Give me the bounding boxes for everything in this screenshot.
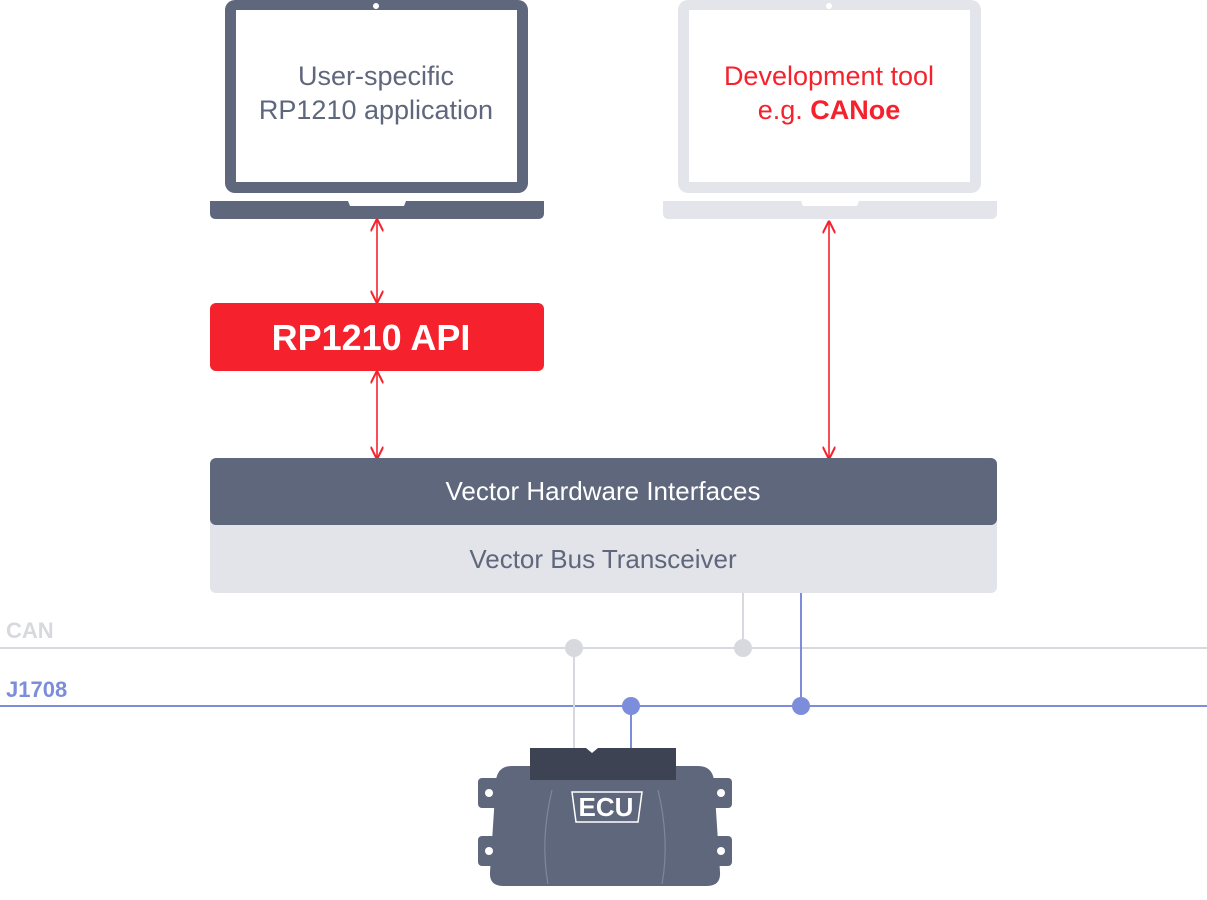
laptop-notch bbox=[801, 201, 859, 206]
transceiver-can-node bbox=[734, 639, 752, 657]
ecu-j1708-node bbox=[622, 697, 640, 715]
app-title-line2: RP1210 application bbox=[259, 95, 493, 125]
devtool-title-line1: Development tool bbox=[724, 61, 934, 91]
laptop-user-application: User-specific RP1210 application bbox=[210, 0, 544, 219]
app-title-line1: User-specific bbox=[298, 61, 454, 91]
transceiver-label: Vector Bus Transceiver bbox=[469, 544, 737, 574]
laptop-base bbox=[663, 201, 997, 219]
ecu-screw-hole bbox=[717, 847, 725, 855]
ecu-label-plate bbox=[571, 791, 643, 823]
ecu-screw-hole bbox=[717, 789, 725, 797]
devtool-canoe: CANoe bbox=[810, 95, 900, 125]
devtool-prefix: e.g. bbox=[758, 95, 811, 125]
rp1210-api-box: RP1210 API bbox=[210, 303, 544, 371]
laptop-notch bbox=[348, 201, 406, 206]
ecu-contour-line bbox=[657, 789, 666, 885]
ecu-body bbox=[489, 766, 721, 886]
laptop-camera-dot bbox=[373, 3, 379, 9]
vector-hardware-stack: Vector Hardware Interfaces Vector Bus Tr… bbox=[210, 458, 997, 593]
hardware-interfaces-box bbox=[210, 458, 997, 525]
transceiver-j1708-node bbox=[792, 697, 810, 715]
can-bus-label: CAN bbox=[6, 618, 54, 643]
ecu-label: ECU bbox=[579, 792, 634, 822]
laptop-development-tool: Development tool e.g. CANoe bbox=[663, 0, 997, 219]
ecu-device: ECU bbox=[478, 748, 732, 886]
rp1210-api-label: RP1210 API bbox=[272, 317, 471, 358]
laptop-base bbox=[210, 201, 544, 219]
laptop-camera-dot bbox=[826, 3, 832, 9]
ecu-screw-hole bbox=[485, 789, 493, 797]
laptop-screen bbox=[236, 10, 517, 182]
devtool-title-line2: e.g. CANoe bbox=[758, 95, 901, 125]
laptop-screen bbox=[689, 10, 970, 182]
ecu-connector bbox=[530, 748, 676, 780]
hardware-interfaces-label: Vector Hardware Interfaces bbox=[445, 476, 760, 506]
j1708-bus-label: J1708 bbox=[6, 677, 67, 702]
ecu-can-node bbox=[565, 639, 583, 657]
ecu-screw-hole bbox=[485, 847, 493, 855]
transceiver-box bbox=[210, 515, 997, 593]
ecu-contour-line bbox=[544, 789, 553, 885]
